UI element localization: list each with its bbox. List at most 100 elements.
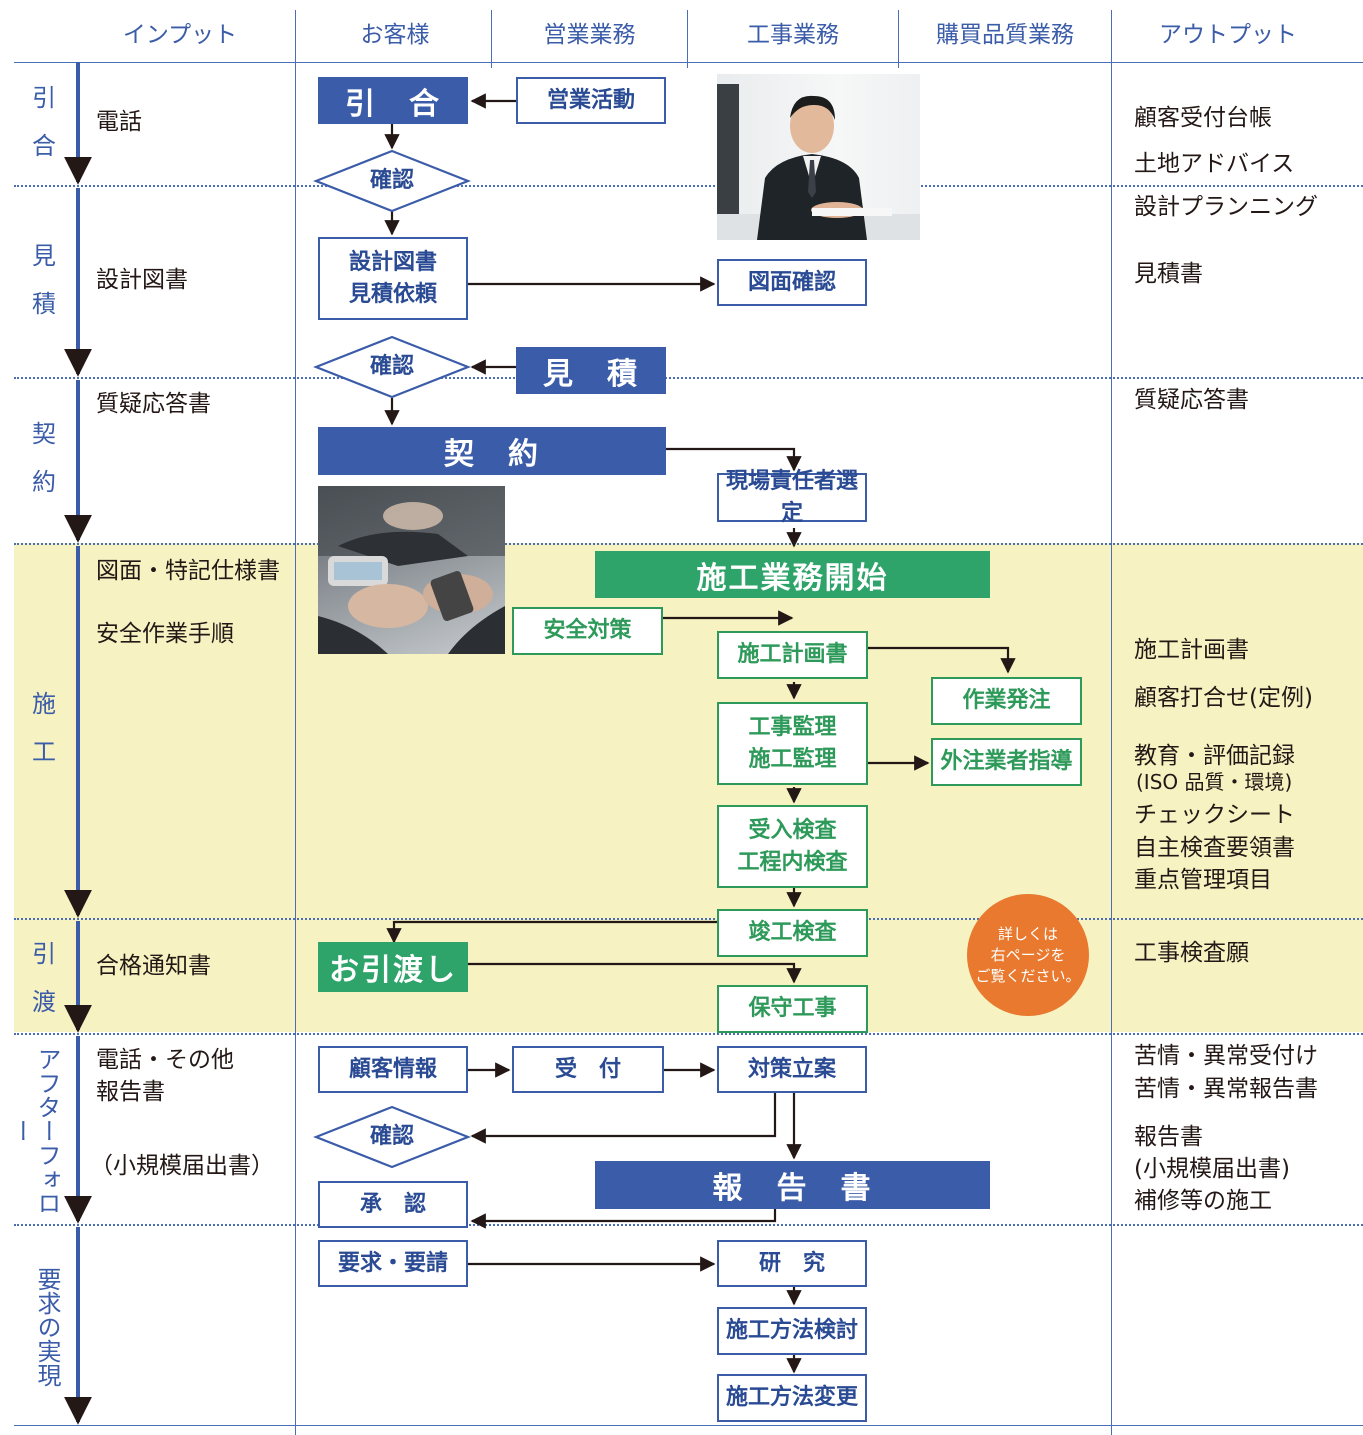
node-line: 工事監理 (748, 714, 837, 740)
smartphone-hands-illustration (318, 486, 505, 654)
divider-line (687, 10, 688, 68)
node-maintenance: 保守工事 (717, 985, 868, 1033)
details-badge: 詳しくは 右ページを ご覧ください。 (967, 894, 1089, 1016)
phase-separator (14, 1224, 1363, 1226)
node-line: 受入検査 (748, 817, 837, 843)
output-text: 苦情・異常報告書 (1134, 1076, 1318, 1102)
phase-separator (14, 377, 1363, 379)
businessman-illustration (717, 84, 920, 240)
header-rule (14, 62, 1363, 63)
node-line: 見積依頼 (348, 281, 437, 307)
node-request: 要求・要請 (318, 1240, 468, 1287)
node-reception: 受 付 (512, 1046, 664, 1093)
phase-char: 施 (32, 690, 56, 718)
node-construction-start: 施工業務開始 (595, 551, 990, 598)
phase-char: 渡 (32, 988, 56, 1016)
construction-band (14, 543, 1363, 1032)
output-text: 土地アドバイス (1134, 151, 1295, 177)
input-text: 図面・特記仕様書 (96, 558, 280, 584)
phase-after-follow: アフターフォロー (7, 1047, 61, 1215)
input-text: 合格通知書 (96, 953, 211, 979)
input-text: （小規模届出書） (90, 1153, 274, 1179)
input-text: 安全作業手順 (96, 621, 234, 647)
handshake-photo (318, 486, 505, 654)
output-text: 設計プランニング (1134, 194, 1318, 220)
input-text: 電話・その他 (96, 1047, 234, 1073)
phase-estimate: 見 積 (14, 232, 74, 328)
decision-diamond (313, 335, 471, 399)
node-line: 施工監理 (748, 746, 837, 772)
confirm-label-3: 確認 (369, 1124, 414, 1149)
confirm-label-1: 確認 (369, 168, 414, 193)
node-countermeasure: 対策立案 (717, 1046, 867, 1093)
input-text: 質疑応答書 (96, 391, 211, 417)
node-inquiry: 引 合 (318, 77, 468, 124)
node-plan: 施工計画書 (717, 631, 868, 679)
node-completion-check: 竣工検査 (717, 909, 868, 957)
input-text: 電話 (96, 109, 142, 135)
badge-line: 詳しくは (997, 924, 1058, 943)
businessman-photo (717, 74, 920, 240)
phase-inquiry: 引 合 (14, 74, 74, 170)
header-sales: 営業業務 (543, 22, 636, 48)
phase-char: 見 (32, 242, 56, 270)
node-safety: 安全対策 (512, 607, 663, 655)
phase-contract: 契 約 (14, 410, 74, 506)
phase-char: 引 (32, 940, 56, 968)
output-text: 見積書 (1134, 261, 1203, 287)
output-text: 苦情・異常受付け (1134, 1043, 1318, 1069)
header-output: アウトプット (1159, 22, 1297, 48)
phase-separator (14, 918, 1363, 920)
node-sales-activity: 営業活動 (516, 77, 666, 124)
phase-char: 工 (32, 738, 56, 766)
node-report: 報 告 書 (595, 1161, 990, 1209)
output-text: 顧客打合せ(定例) (1134, 685, 1313, 711)
node-estimate: 見 積 (516, 347, 666, 394)
node-line: 工程内検査 (737, 849, 848, 875)
node-approval: 承 認 (318, 1181, 468, 1228)
output-text: 教育・評価記録 (1134, 743, 1295, 769)
node-line: 設計図書 (348, 249, 437, 275)
output-text: 重点管理項目 (1134, 867, 1272, 893)
header-customer: お客様 (360, 22, 430, 48)
decision-diamond (313, 149, 471, 213)
phase-char: 積 (32, 290, 56, 318)
header-purchase-quality: 購買品質業務 (936, 22, 1074, 48)
confirm-label-2: 確認 (369, 354, 414, 379)
divider-line (295, 10, 296, 1435)
output-text: 施工計画書 (1134, 637, 1249, 663)
output-text: (ISO 品質・環境) (1136, 770, 1293, 794)
decision-diamond (313, 1105, 471, 1169)
divider-line (1111, 10, 1112, 1435)
output-text: 工事検査願 (1134, 940, 1249, 966)
output-text: 補修等の施工 (1134, 1188, 1272, 1214)
output-text: 自主検査要領書 (1134, 835, 1295, 861)
badge-line: 右ページを (990, 945, 1066, 964)
phase-separator (14, 185, 1363, 187)
phase-char: 契 (32, 420, 56, 448)
output-text: (小規模届出書) (1134, 1156, 1290, 1182)
node-subcontractor: 外注業者指導 (931, 738, 1082, 786)
input-text: 設計図書 (96, 267, 188, 293)
phase-char: 引 (32, 84, 56, 112)
output-text: 質疑応答書 (1134, 387, 1249, 413)
phase-char: 約 (32, 468, 56, 496)
divider-line (898, 10, 899, 68)
badge-line: ご覧ください。 (975, 966, 1081, 985)
output-text: 顧客受付台帳 (1134, 105, 1272, 131)
divider-line (491, 10, 492, 68)
output-text: 報告書 (1134, 1124, 1203, 1150)
node-design-docs: 設計図書 見積依頼 (318, 237, 468, 320)
phase-handover: 引 渡 (14, 930, 74, 1026)
header-input: インプット (122, 22, 238, 48)
phase-construction: 施 工 (14, 680, 74, 776)
node-supervision: 工事監理 施工監理 (717, 702, 868, 785)
node-method-review: 施工方法検討 (717, 1307, 867, 1355)
phase-realization: 要求の実現 (33, 1267, 61, 1387)
node-customer-info: 顧客情報 (318, 1046, 468, 1093)
node-handover: お引渡し (318, 942, 468, 992)
node-inspection: 受入検査 工程内検査 (717, 805, 868, 888)
node-site-manager: 現場責任者選定 (717, 469, 867, 526)
